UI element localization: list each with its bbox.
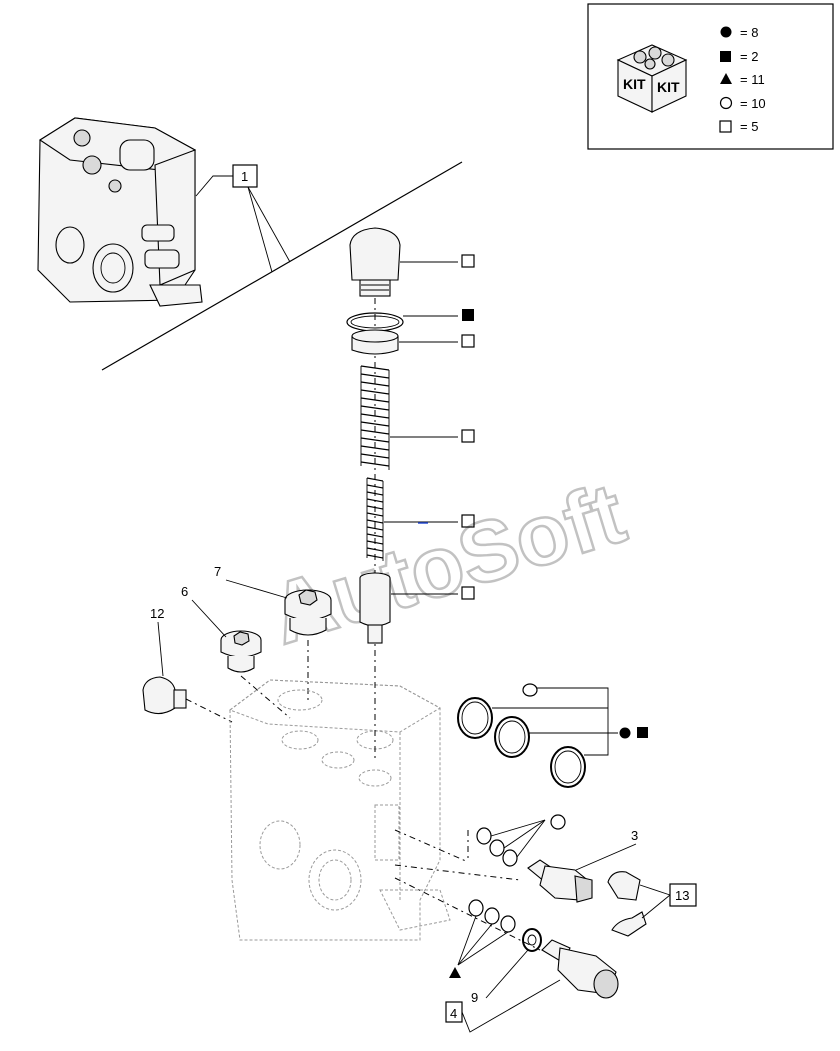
clip-parts-13: 13 xyxy=(607,871,697,937)
legend-item-open-square: = 5 xyxy=(740,119,758,134)
legend-item-filled-circle: = 8 xyxy=(740,25,758,40)
plug-6: 6 xyxy=(181,584,291,719)
callout-3: 3 xyxy=(631,828,638,843)
callout-12: 12 xyxy=(150,606,164,621)
open-square-icon xyxy=(461,514,475,528)
large-spring xyxy=(360,365,475,470)
open-square-icon xyxy=(461,334,475,348)
kit-label-left: KIT xyxy=(623,76,646,92)
seal-ring xyxy=(351,329,475,355)
open-circle-icon xyxy=(719,96,733,110)
callout-7: 7 xyxy=(214,564,221,579)
small-spring xyxy=(366,477,475,561)
callout-9: 9 xyxy=(471,990,478,1005)
o-ring xyxy=(346,309,474,332)
open-square-icon xyxy=(461,254,475,268)
svg-text:1: 1 xyxy=(241,169,248,184)
filled-square-icon xyxy=(637,727,648,738)
callout-6: 6 xyxy=(181,584,188,599)
open-square-icon xyxy=(461,586,475,600)
plug-12: 12 xyxy=(142,606,233,723)
kit-legend: KIT KIT = 8 = 2 = 11 = 10 = 5 xyxy=(587,3,834,150)
callout-13: 13 xyxy=(675,888,689,903)
filled-triangle-icon xyxy=(449,967,461,978)
callout-1: 1 xyxy=(195,164,291,273)
relief-cartridge-4: 4 xyxy=(445,939,619,1033)
valve-assembly-upper xyxy=(37,117,463,371)
legend-item-filled-triangle: = 11 xyxy=(740,72,765,87)
kit-box-icon: KIT KIT xyxy=(616,44,688,113)
valve-body-lower-ghost xyxy=(228,650,541,951)
plug-7: 7 xyxy=(214,564,332,700)
filled-circle-icon xyxy=(720,26,732,38)
small-o-rings-lower xyxy=(449,899,516,978)
callout-4: 4 xyxy=(450,1006,457,1021)
open-square-icon xyxy=(461,429,475,443)
seal-kit-group xyxy=(457,683,648,788)
filled-square-icon xyxy=(720,51,731,62)
filled-triangle-icon xyxy=(720,73,732,84)
filled-circle-icon xyxy=(619,727,631,739)
valve-cap xyxy=(349,227,475,297)
washer-9: 9 xyxy=(471,928,542,1005)
open-square-icon xyxy=(719,120,732,133)
legend-item-filled-square: = 2 xyxy=(740,49,758,64)
valve-spool xyxy=(359,572,475,644)
small-o-rings-upper xyxy=(476,814,566,867)
kit-label-right: KIT xyxy=(657,79,680,95)
filled-square-icon xyxy=(462,309,474,321)
relief-cartridge-3: 3 xyxy=(527,828,638,903)
legend-item-open-circle: = 10 xyxy=(740,96,766,111)
